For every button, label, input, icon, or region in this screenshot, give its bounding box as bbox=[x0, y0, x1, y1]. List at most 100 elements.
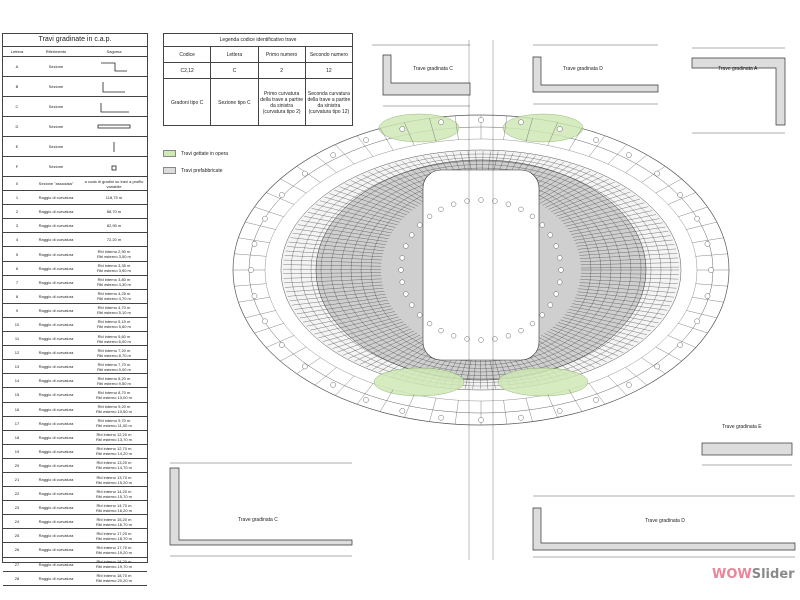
axis-marker bbox=[694, 215, 700, 222]
axis-marker-inner bbox=[451, 333, 457, 339]
stand-radial-line bbox=[362, 174, 422, 205]
cast-in-place-zone bbox=[373, 367, 465, 397]
beam-type-kind: Sezione bbox=[48, 164, 64, 169]
beam-type-spec: 118,75 m bbox=[81, 195, 147, 200]
stand-tier-line bbox=[300, 157, 662, 383]
axis-marker bbox=[438, 414, 444, 421]
axis-marker-inner bbox=[398, 267, 404, 273]
stand-radial-line bbox=[555, 324, 629, 350]
stand-radial-line bbox=[572, 303, 662, 319]
beam-type-spec-text: 82,95 m bbox=[106, 223, 122, 229]
beam-type-kind: Raggio di curvatura bbox=[38, 223, 74, 229]
beam-type-spec: Rbl interno 13,20 m Rbl esterno 14,70 m bbox=[81, 460, 147, 470]
stand-radial-line bbox=[283, 272, 382, 274]
header-shape: Sagoma bbox=[106, 49, 122, 54]
axis-marker-inner bbox=[557, 255, 563, 261]
beam-type-spec: Rbl interno 3,35 m Rbl esterno 3,90 m bbox=[81, 263, 147, 273]
beam-type-kind: Sezione "assodata" bbox=[38, 181, 74, 187]
stand-radial-line bbox=[288, 241, 384, 251]
beam-type-code: 15 bbox=[14, 392, 20, 398]
facade-segment bbox=[254, 206, 284, 217]
stand-radial-line bbox=[579, 285, 676, 293]
beam-type-spec: Rbl interno 8,70 m Rbl esterno 10,00 m bbox=[81, 390, 147, 400]
legend-meaning-letter: Sezione tipo C bbox=[211, 79, 259, 126]
axis-marker bbox=[677, 192, 683, 198]
beam-type-spec: Rbl interno 9,70 m Rbl esterno 11,00 m bbox=[81, 418, 147, 428]
beam-type-kind: Raggio di curvatura bbox=[38, 237, 74, 243]
stand-radial-line bbox=[360, 334, 421, 365]
beam-view-c-top bbox=[372, 44, 471, 107]
axis-marker-inner bbox=[438, 206, 444, 212]
facade-segment bbox=[568, 128, 583, 151]
stand-radial-line bbox=[577, 239, 673, 250]
stand-radial-line bbox=[533, 168, 585, 201]
axis-marker bbox=[251, 293, 258, 299]
beam-type-kind: Raggio di curvatura bbox=[38, 251, 74, 257]
axis-marker-inner bbox=[403, 243, 409, 249]
beam-type-spec-text: Rbl interno 12,20 m Rbl esterno 13,70 m bbox=[95, 432, 133, 443]
stand-radial-line bbox=[327, 321, 404, 346]
stand-radial-line bbox=[545, 178, 609, 208]
facade-segment bbox=[641, 166, 666, 183]
beam-type-kind: Raggio di curvatura bbox=[38, 519, 74, 525]
stand-radial-line bbox=[314, 314, 397, 335]
stand-radial-line bbox=[541, 335, 601, 365]
facade-segment bbox=[588, 383, 606, 405]
beam-type-kind: Raggio di curvatura bbox=[38, 209, 74, 215]
beam-type-spec-text: Rbl interno 9,20 m Rbl esterno 10,50 m bbox=[95, 404, 133, 415]
stand-radial-line bbox=[339, 186, 410, 213]
beam-type-spec-text: Rbl interno 2,90 m Rbl esterno 3,50 m bbox=[97, 249, 131, 260]
stand-radial-line bbox=[556, 191, 631, 217]
beam-type-kind: Sezione bbox=[48, 104, 64, 109]
beam-type-kind: Raggio di curvatura bbox=[38, 195, 74, 201]
beam-type-spec bbox=[81, 140, 147, 154]
beam-view-a-top bbox=[691, 47, 786, 134]
legend-example-row: C2,12 C 2 12 bbox=[164, 63, 352, 79]
facade-segment bbox=[335, 144, 355, 165]
axis-marker-inner bbox=[403, 291, 409, 297]
beam-type-spec-text: Rbl interno 14,70 m Rbl esterno 16,20 m bbox=[95, 502, 133, 513]
axis-marker bbox=[708, 267, 714, 273]
axis-marker-inner bbox=[492, 198, 498, 204]
beam-view-d-bottom bbox=[532, 495, 796, 558]
stand-radial-line bbox=[283, 264, 382, 267]
facade-segment bbox=[234, 283, 267, 287]
beam-type-kind: Raggio di curvatura bbox=[38, 575, 74, 581]
stand-radial-line bbox=[295, 228, 388, 242]
beam-type-kind: Raggio di curvatura bbox=[38, 547, 74, 553]
stand-radial-line bbox=[565, 206, 649, 227]
beam-type-code: 23 bbox=[14, 505, 20, 511]
stand-radial-line bbox=[566, 311, 652, 332]
beam-type-spec-text: Rbl interno 4,25 m Rbl esterno 4,70 m bbox=[97, 291, 131, 302]
watermark-slider: Slider bbox=[751, 567, 795, 582]
stand-radial-line bbox=[381, 167, 431, 200]
stand-radial-line bbox=[571, 218, 660, 235]
beam-type-spec: Rbl interno 3,80 m Rbl esterno 4,30 m bbox=[81, 277, 147, 287]
beam-type-spec-text: Rbl interno 13,70 m Rbl esterno 15,20 m bbox=[95, 474, 133, 485]
stand-radial-line bbox=[531, 340, 582, 373]
facade-segment bbox=[238, 297, 270, 303]
beam-type-spec: 88,70 m bbox=[81, 209, 147, 214]
facade-segment bbox=[234, 253, 267, 257]
stand-radial-line bbox=[285, 281, 383, 288]
axis-marker bbox=[363, 137, 369, 143]
stand-radial-line bbox=[560, 319, 639, 343]
facade-segment bbox=[454, 115, 459, 140]
beam-type-spec: Rbl interno 7,70 m Rbl esterno 9,00 m bbox=[81, 362, 147, 372]
beam-type-spec: Rbl interno 9,20 m Rbl esterno 10,50 m bbox=[81, 404, 147, 414]
facade-segment bbox=[686, 310, 717, 319]
axis-marker bbox=[251, 241, 258, 247]
stand-radial-line bbox=[569, 214, 657, 232]
beam-type-code: 0 bbox=[15, 181, 19, 187]
axis-marker-inner bbox=[492, 336, 498, 342]
beam-c-label: Trave gradinata C bbox=[413, 66, 453, 72]
legend-meaning-first: Primo curvatura della trave a partire da… bbox=[259, 79, 306, 126]
stand-radial-line bbox=[580, 257, 678, 262]
